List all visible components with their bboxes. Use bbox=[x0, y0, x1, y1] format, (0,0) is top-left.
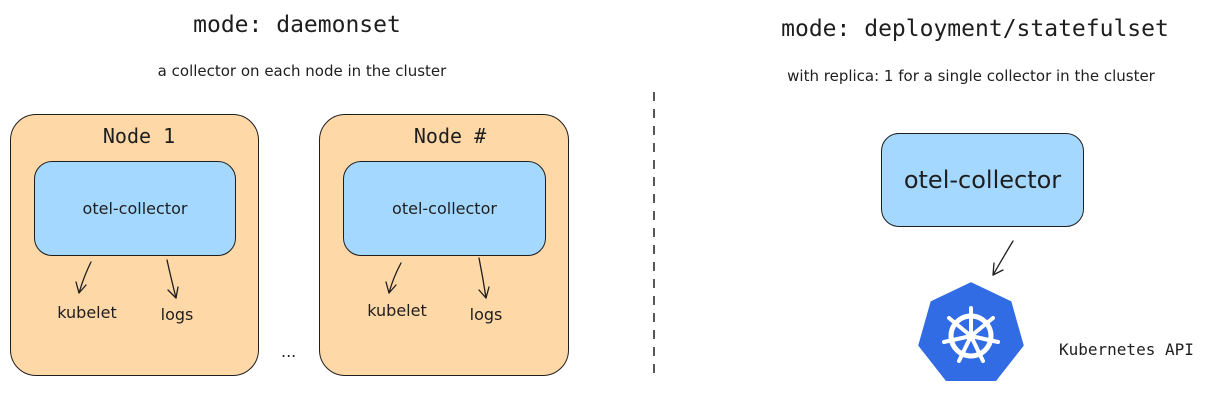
deployment-subtitle: with replica: 1 for a single collector i… bbox=[787, 67, 1155, 85]
kubernetes-logo-icon bbox=[914, 278, 1028, 385]
otel-collector-label: otel-collector bbox=[82, 199, 188, 218]
arrow-to-logs-n bbox=[478, 257, 490, 299]
daemonset-title: mode: daemonset bbox=[193, 12, 401, 38]
daemonset-subtitle: a collector on each node in the cluster bbox=[157, 62, 447, 80]
otel-collector-node-n[interactable]: otel-collector bbox=[343, 161, 546, 256]
arrow-to-kubelet-1 bbox=[75, 261, 92, 294]
deployment-title: mode: deployment/statefulset bbox=[781, 16, 1169, 42]
otel-collector-label: otel-collector bbox=[903, 166, 1062, 194]
otel-collector-single[interactable]: otel-collector bbox=[881, 133, 1084, 227]
ellipsis: ... bbox=[281, 342, 297, 361]
arrow-to-kubelet-n bbox=[385, 262, 402, 294]
arrow-to-kubernetes-api bbox=[992, 240, 1014, 276]
logs-label-n: logs bbox=[469, 305, 503, 324]
kubernetes-api-label: Kubernetes API bbox=[1059, 340, 1194, 359]
node-label-n: Node # bbox=[413, 124, 487, 148]
logs-label-1: logs bbox=[160, 305, 194, 324]
otel-collector-label: otel-collector bbox=[392, 199, 497, 218]
arrow-to-logs-1 bbox=[166, 259, 179, 299]
otel-collector-node-1[interactable]: otel-collector bbox=[34, 161, 236, 256]
helm-wheel-icon bbox=[942, 306, 1000, 363]
node-label-1: Node 1 bbox=[102, 124, 176, 148]
kubelet-label-n: kubelet bbox=[367, 301, 427, 320]
kubelet-label-1: kubelet bbox=[57, 303, 117, 322]
